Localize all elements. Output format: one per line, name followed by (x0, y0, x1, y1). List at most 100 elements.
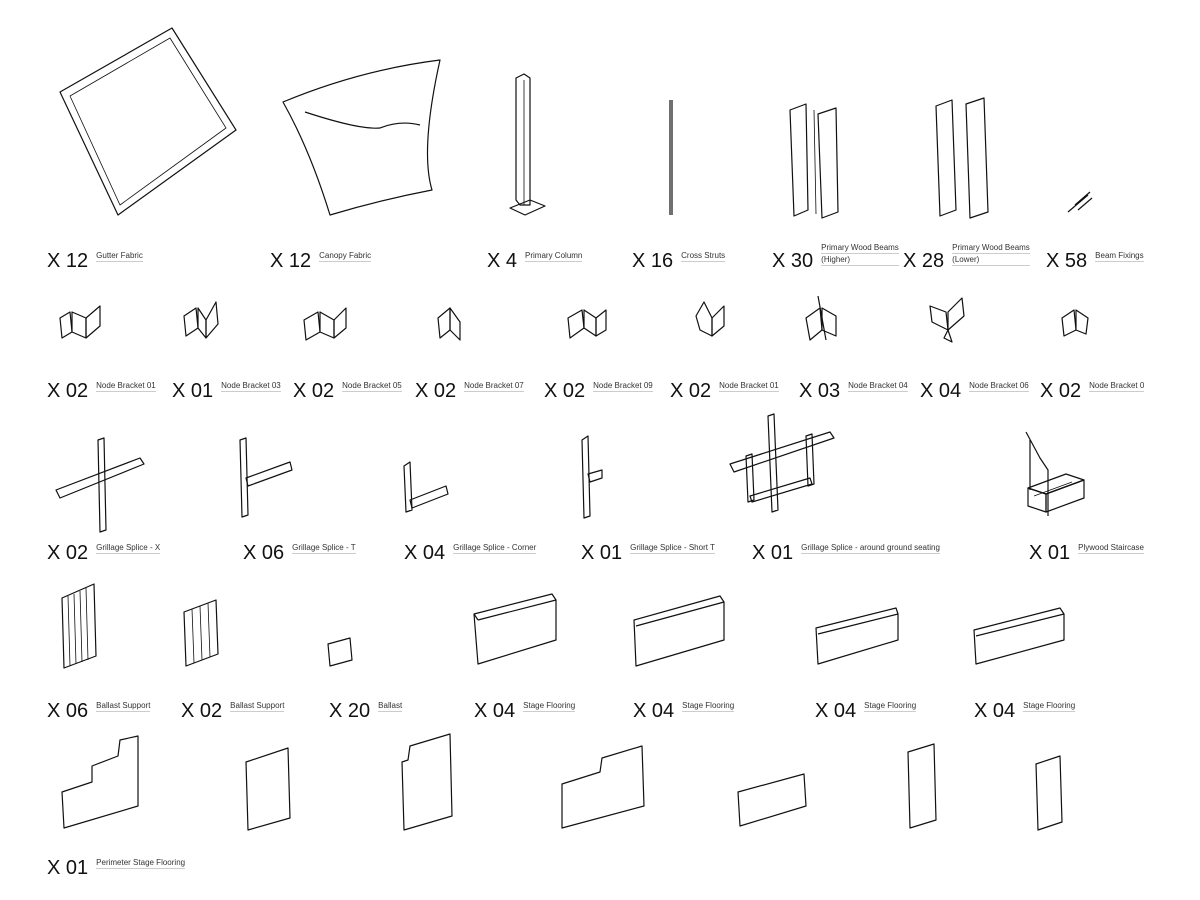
part-label: X 20 Ballast (329, 700, 403, 722)
part-quantity: X 04 (404, 542, 446, 564)
part-name: Node Bracket 09 (593, 381, 653, 392)
part-label: X 04 Stage Flooring (815, 700, 917, 722)
part-name: Gutter Fabric (96, 251, 143, 262)
part-name: Primary Wood Beams (821, 243, 899, 254)
part-name-line2: (Lower) (952, 254, 1030, 266)
part-quantity: X 30 (772, 250, 814, 272)
grillage-splice-short-t-drawing (581, 435, 603, 519)
part-name: Ballast Support (96, 701, 151, 712)
part-quantity: X 04 (474, 700, 516, 722)
beam-fixings-drawing (1067, 191, 1093, 213)
grillage-splice-t-drawing (239, 437, 293, 518)
part-quantity: X 02 (47, 380, 89, 402)
gutter-fabric-drawing (59, 27, 237, 216)
wood-beams-lower-drawing (935, 97, 989, 219)
part-label: X 01 Node Bracket 03 (172, 380, 281, 402)
part-label: X 02 Node Bracket 0 (1040, 380, 1145, 402)
cross-strut-drawing (669, 100, 673, 215)
ballast-support-large-drawing (61, 583, 97, 669)
part-label: X 04 Grillage Splice - Corner (404, 542, 537, 564)
part-label: X 12 Canopy Fabric (270, 250, 372, 272)
part-quantity: X 06 (243, 542, 285, 564)
part-label: X 01 Grillage Splice - around ground sea… (752, 542, 940, 564)
part-label: X 01 Perimeter Stage Flooring (47, 857, 186, 879)
part-label: X 04 Stage Flooring (474, 700, 576, 722)
part-quantity: X 20 (329, 700, 371, 722)
part-name: Node Bracket 0 (1089, 381, 1145, 392)
grillage-splice-corner-drawing (403, 461, 449, 513)
part-name: Plywood Staircase (1078, 543, 1144, 554)
part-quantity: X 02 (415, 380, 457, 402)
part-quantity: X 01 (581, 542, 623, 564)
part-name: Node Bracket 06 (969, 381, 1029, 392)
part-label: X 04 Node Bracket 06 (920, 380, 1029, 402)
part-quantity: X 01 (752, 542, 794, 564)
part-label: X 02 Node Bracket 01 (47, 380, 156, 402)
stage-flooring-1-drawing (473, 593, 557, 665)
part-name: Canopy Fabric (319, 251, 372, 262)
part-quantity: X 04 (633, 700, 675, 722)
part-name: Beam Fixings (1095, 251, 1144, 262)
part-quantity: X 02 (293, 380, 335, 402)
ballast-drawing (327, 637, 353, 667)
plywood-staircase-drawing (1025, 431, 1085, 516)
part-label: X 4 Primary Column (487, 250, 583, 272)
part-quantity: X 04 (815, 700, 857, 722)
part-label: X 04 Stage Flooring (633, 700, 735, 722)
part-quantity: X 4 (487, 250, 518, 272)
part-name: Grillage Splice - Corner (453, 543, 537, 554)
part-quantity: X 58 (1046, 250, 1088, 272)
part-label: X 28 Primary Wood Beams(Lower) (903, 243, 1030, 272)
part-label: X 02 Node Bracket 05 (293, 380, 402, 402)
part-quantity: X 04 (920, 380, 962, 402)
part-quantity: X 16 (632, 250, 674, 272)
part-label: X 30 Primary Wood Beams(Higher) (772, 243, 899, 272)
part-quantity: X 03 (799, 380, 841, 402)
part-label: X 16 Cross Struts (632, 250, 726, 272)
part-name: Ballast Support (230, 701, 285, 712)
part-label: X 03 Node Bracket 04 (799, 380, 908, 402)
part-quantity: X 06 (47, 700, 89, 722)
part-name: Stage Flooring (1023, 701, 1076, 712)
part-quantity: X 02 (544, 380, 586, 402)
part-quantity: X 12 (270, 250, 312, 272)
part-name: Grillage Splice - X (96, 543, 161, 554)
part-label: X 02 Grillage Splice - X (47, 542, 161, 564)
part-label: X 01 Grillage Splice - Short T (581, 542, 715, 564)
node-brackets-drawings (59, 295, 1089, 343)
part-label: X 12 Gutter Fabric (47, 250, 143, 272)
part-name: Primary Wood Beams (952, 243, 1030, 254)
stage-flooring-2-drawing (633, 595, 725, 667)
part-name: Stage Flooring (523, 701, 576, 712)
part-name: Stage Flooring (682, 701, 735, 712)
part-name: Perimeter Stage Flooring (96, 858, 186, 869)
perimeter-stage-flooring-drawings (61, 733, 1063, 831)
part-name: Node Bracket 04 (848, 381, 908, 392)
stage-flooring-4-drawing (973, 607, 1065, 665)
part-name: Cross Struts (681, 251, 726, 262)
part-label: X 58 Beam Fixings (1046, 250, 1144, 272)
part-name: Node Bracket 01 (719, 381, 779, 392)
part-label: X 06 Ballast Support (47, 700, 151, 722)
primary-column-drawing (509, 73, 546, 216)
part-name: Grillage Splice - around ground seating (801, 543, 940, 554)
grillage-splice-ground-seating-drawing (729, 413, 835, 513)
part-label: X 06 Grillage Splice - T (243, 542, 356, 564)
canopy-fabric-drawing (282, 59, 441, 216)
grillage-splice-x-drawing (55, 437, 145, 533)
part-quantity: X 02 (1040, 380, 1082, 402)
part-quantity: X 02 (181, 700, 223, 722)
part-quantity: X 02 (670, 380, 712, 402)
part-name: Grillage Splice - Short T (630, 543, 715, 554)
part-name: Node Bracket 03 (221, 381, 281, 392)
part-name: Node Bracket 01 (96, 381, 156, 392)
part-quantity: X 04 (974, 700, 1016, 722)
part-name: Node Bracket 07 (464, 381, 524, 392)
part-quantity: X 01 (1029, 542, 1071, 564)
part-name: Stage Flooring (864, 701, 917, 712)
part-quantity: X 01 (172, 380, 214, 402)
part-quantity: X 12 (47, 250, 89, 272)
part-name: Ballast (378, 701, 403, 712)
wood-beams-higher-drawing (789, 103, 839, 219)
